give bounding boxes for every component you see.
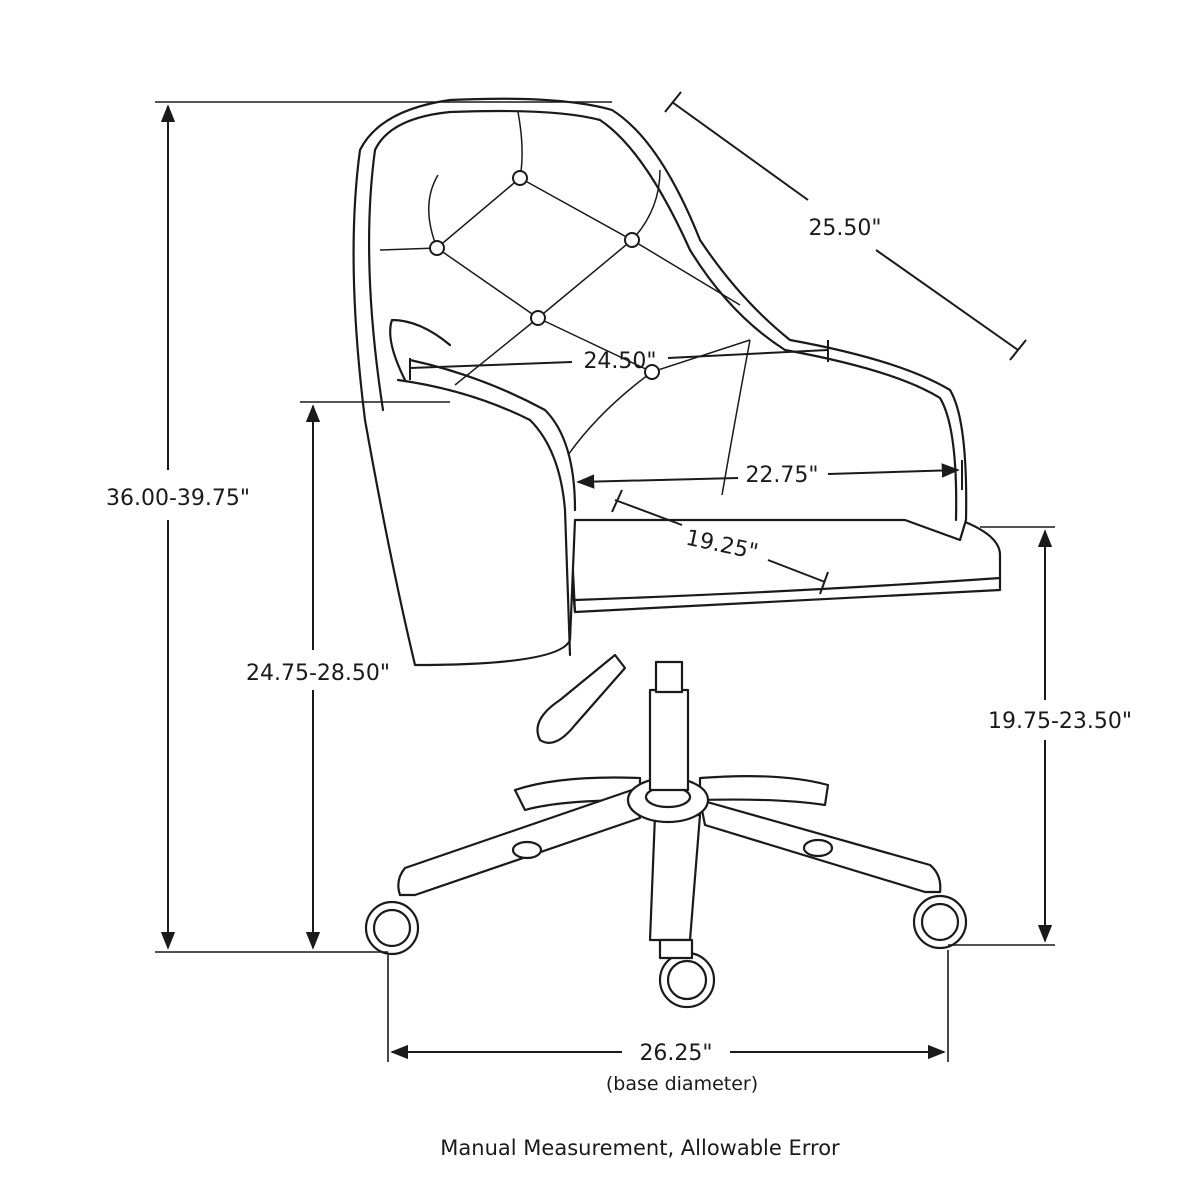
label-seat-width: 22.75" — [745, 463, 818, 488]
label-base-diameter: 26.25" — [639, 1041, 712, 1066]
label-arm-height: 24.75-28.50" — [246, 661, 390, 686]
caption-text: Manual Measurement, Allowable Error — [440, 1136, 840, 1160]
dim-seat-width: 22.75" — [576, 460, 963, 490]
chair-icon — [352, 97, 1002, 1009]
dim-back-width: 24.50" — [409, 340, 829, 380]
dim-seat-height: 19.75-23.50" — [948, 526, 1132, 946]
dim-overall-height: 36.00-39.75" — [106, 101, 612, 953]
label-back-width: 24.50" — [583, 349, 656, 374]
label-overall-height: 36.00-39.75" — [106, 486, 250, 511]
label-back-depth: 25.50" — [808, 216, 881, 241]
label-seat-height: 19.75-23.50" — [988, 709, 1132, 734]
label-base-diameter-note: (base diameter) — [606, 1073, 758, 1095]
dim-arm-height: 24.75-28.50" — [246, 401, 450, 950]
dim-base-diameter: 26.25" (base diameter) — [387, 950, 949, 1095]
gas-lift — [536, 653, 690, 792]
casters — [364, 894, 968, 1009]
chair-base — [397, 775, 942, 942]
dim-back-depth: 25.50" — [664, 91, 1027, 361]
chair-back — [352, 97, 968, 667]
